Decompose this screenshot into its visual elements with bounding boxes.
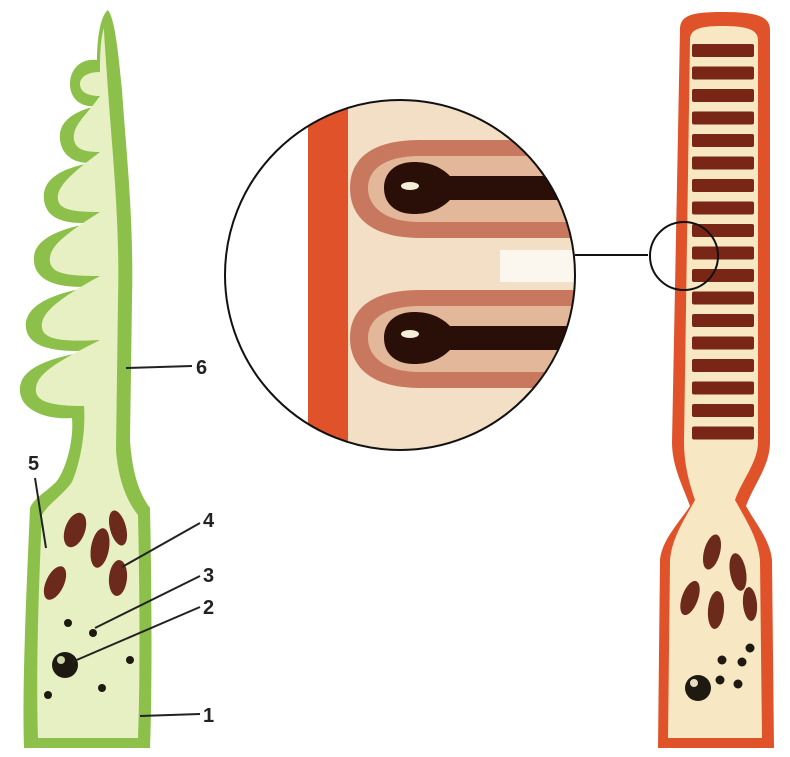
disc — [692, 202, 754, 215]
light-band — [500, 250, 580, 282]
disc — [692, 359, 754, 372]
magnified-membrane-edge — [308, 95, 348, 455]
disc — [692, 269, 754, 282]
disc — [692, 382, 754, 395]
label-5: 5 — [28, 453, 39, 475]
granule — [746, 644, 755, 653]
leader-line-6 — [126, 366, 192, 368]
disc-upper-highlight — [401, 182, 419, 190]
disc-upper — [350, 140, 580, 238]
label-1: 1 — [203, 705, 214, 727]
disc — [692, 314, 754, 327]
disc — [692, 89, 754, 102]
label-6: 6 — [196, 357, 207, 379]
disc — [692, 292, 754, 305]
disc — [692, 337, 754, 350]
disc — [692, 157, 754, 170]
label-2: 2 — [203, 597, 214, 619]
magnified-white-left — [220, 95, 310, 455]
nucleus — [685, 675, 711, 701]
magnified-view — [220, 95, 580, 455]
disc — [692, 134, 754, 147]
nucleus — [52, 652, 78, 678]
granule — [44, 691, 52, 699]
disc-lower-highlight — [401, 330, 419, 338]
nucleus-highlight — [690, 679, 698, 687]
granule — [98, 684, 106, 692]
granule — [716, 676, 725, 685]
disc — [692, 247, 754, 260]
disc — [692, 44, 754, 57]
disc — [692, 179, 754, 192]
granule — [718, 656, 727, 665]
disc — [692, 404, 754, 417]
granule — [64, 619, 72, 627]
red-cell — [658, 12, 774, 748]
label-4: 4 — [203, 510, 215, 532]
granule — [89, 629, 97, 637]
granule — [734, 680, 743, 689]
granule — [126, 656, 134, 664]
nucleus-highlight — [57, 656, 65, 664]
disc — [692, 67, 754, 80]
granule — [738, 658, 747, 667]
disc — [692, 112, 754, 125]
disc — [692, 427, 754, 440]
label-3: 3 — [203, 565, 214, 587]
